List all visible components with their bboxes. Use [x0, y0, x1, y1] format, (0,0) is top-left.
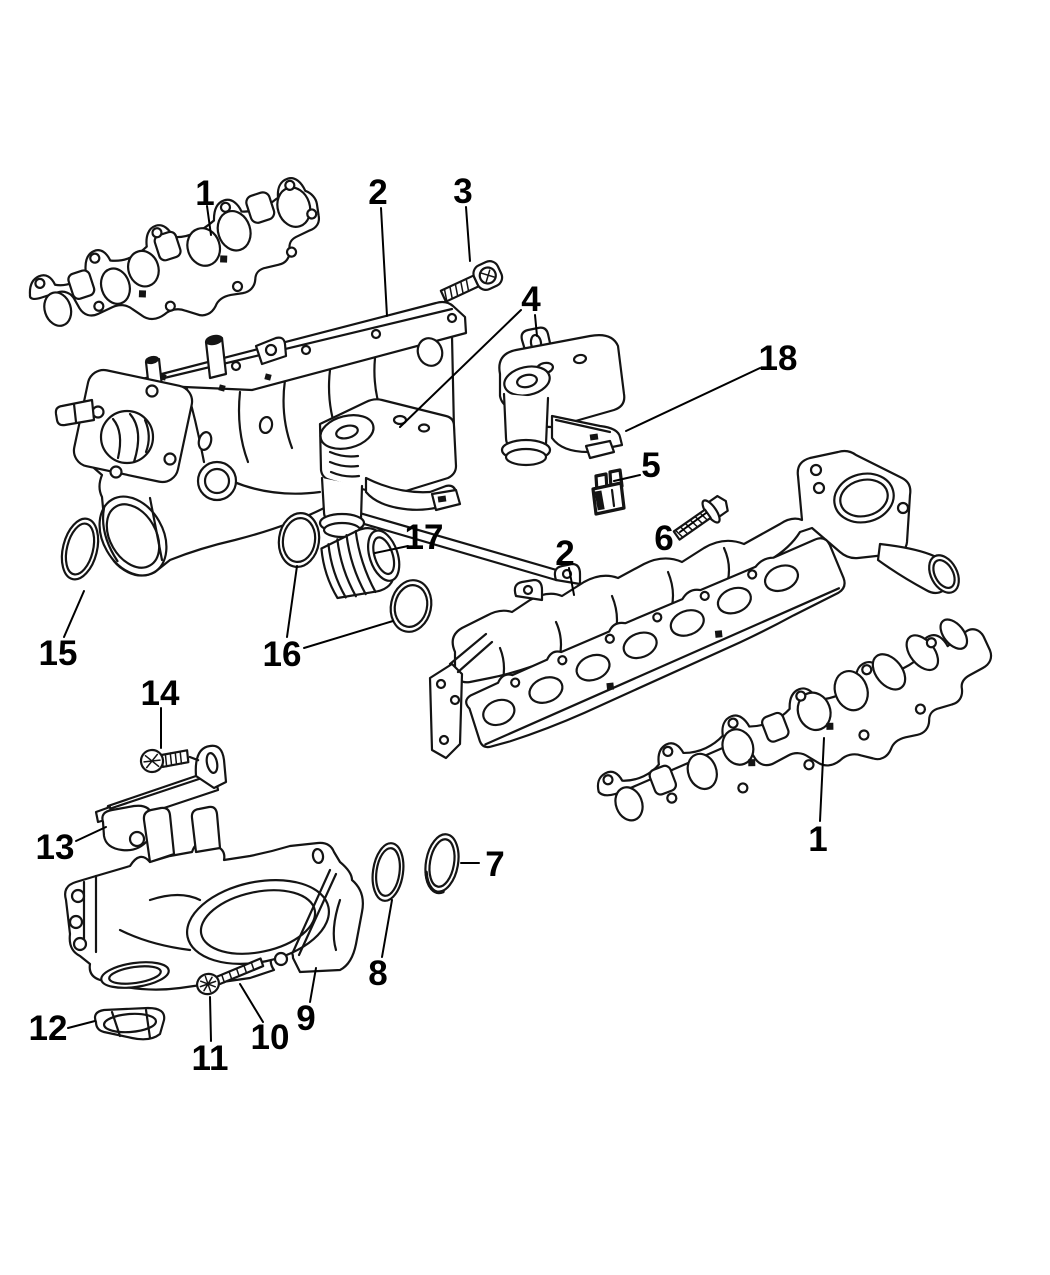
callout-7-label: 7: [485, 845, 504, 884]
egr-flange: [428, 632, 494, 760]
o-ring-15: [60, 517, 100, 581]
throttle-actuator-loose: [498, 326, 626, 467]
o-ring-16b: [389, 579, 433, 633]
callout-16-label: 16: [263, 635, 302, 674]
callout-3-leader: [465, 206, 471, 262]
callout-2-label: 2: [555, 534, 574, 573]
socket-head-bolt-3: [439, 260, 504, 303]
callout-5-label: 5: [641, 446, 660, 485]
o-ring-7: [424, 833, 460, 895]
manifold-gasket-upper-left: [28, 177, 321, 327]
hex-flange-bolt-6: [672, 494, 729, 541]
hex-flange-bolt-14: [139, 748, 200, 774]
callout-9-leader: [309, 967, 317, 1003]
callout-4-leader: [399, 309, 522, 428]
throttle-body-flange: [72, 368, 194, 484]
callout-1-label: 1: [195, 174, 214, 213]
connector-clip-5: [591, 468, 626, 516]
callout-5-leader: [613, 474, 641, 482]
callout-4-label: 4: [521, 280, 541, 319]
air-inlet-horn: [98, 495, 168, 577]
callout-15-label: 15: [39, 634, 78, 673]
intake-manifold-right: [428, 449, 960, 760]
callout-13-label: 13: [36, 828, 75, 867]
callout-17-leader: [374, 545, 409, 554]
callout-1-leader: [206, 205, 212, 236]
callout-8-label: 8: [368, 954, 387, 993]
stud: [204, 334, 228, 380]
callout-11-label: 11: [192, 1039, 229, 1078]
callout-9-label: 9: [296, 999, 315, 1038]
callout-8-leader: [381, 899, 393, 958]
callout-1-label: 1: [808, 820, 827, 859]
callout-2-leader: [568, 567, 575, 596]
turbo-inlet-flange: [809, 463, 910, 524]
callout-17-label: 17: [405, 518, 444, 557]
callout-18-label: 18: [759, 339, 798, 378]
callout-2-leader: [380, 207, 388, 317]
callout-16-leader: [286, 565, 298, 638]
bolt-10-11: [196, 957, 265, 996]
o-ring-16a: [277, 512, 321, 568]
callout-15-leader: [63, 590, 85, 638]
callout-3-label: 3: [453, 172, 472, 211]
manifold-gasket-lower-right: [596, 618, 993, 822]
manifold-port-face: [465, 537, 846, 749]
throttle-actuator-mounted: [318, 398, 462, 539]
callout-4-leader: [534, 314, 538, 337]
callout-12-leader: [67, 1020, 96, 1029]
callout-11-leader: [209, 996, 212, 1042]
callout-6-label: 6: [654, 519, 673, 558]
intake-manifold-left: [54, 300, 562, 582]
callout-16-leader: [303, 620, 394, 649]
support-bracket-13: [94, 744, 228, 852]
callout-1-leader: [819, 737, 825, 822]
callout-14-label: 14: [141, 674, 180, 713]
callout-10-leader: [239, 983, 264, 1023]
callout-18-leader: [625, 367, 761, 432]
coolant-elbow: [876, 542, 960, 595]
callout-6-leader: [679, 512, 707, 533]
o-ring-8: [371, 842, 405, 902]
corrugated-sleeve-17: [320, 527, 401, 600]
callout-13-leader: [75, 826, 107, 842]
gasket-12: [93, 1006, 166, 1041]
callout-2-label: 2: [368, 173, 387, 212]
plenum-housing-9: [64, 805, 364, 991]
callout-10-label: 10: [251, 1018, 290, 1057]
callout-12-label: 12: [29, 1009, 68, 1048]
